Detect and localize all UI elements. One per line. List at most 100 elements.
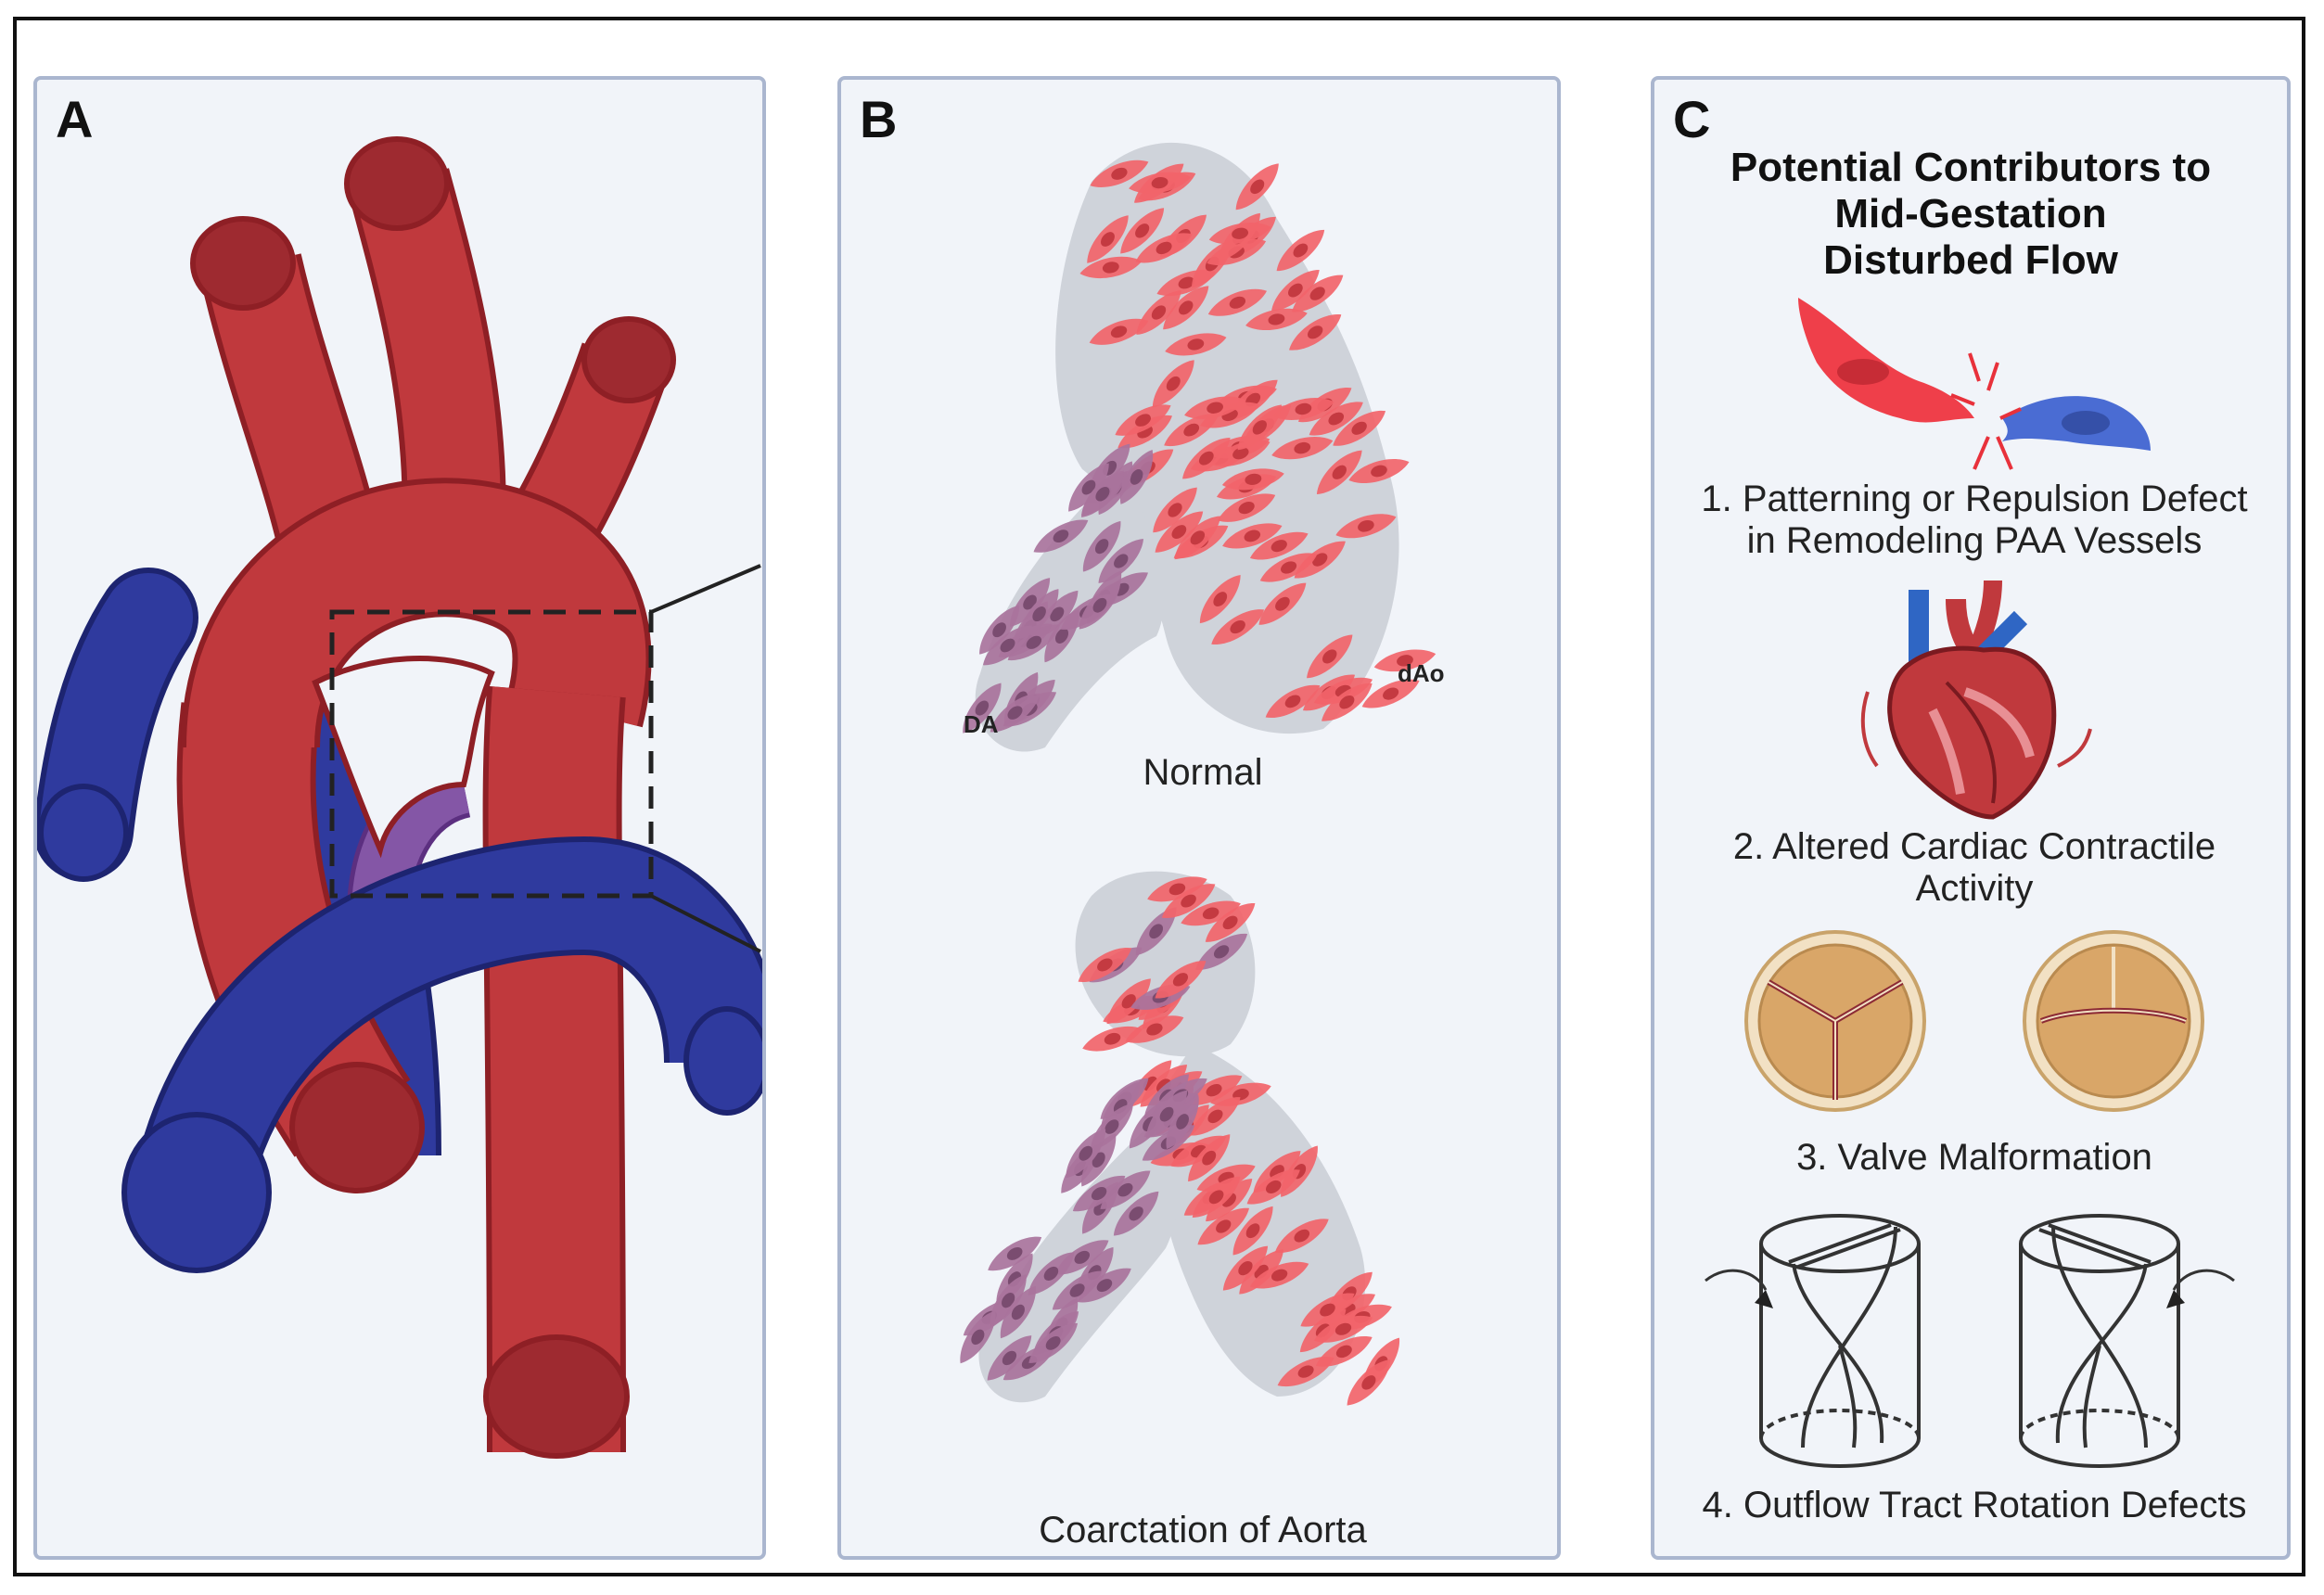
aortic-cell xyxy=(1125,1015,1184,1043)
aortic-cell xyxy=(1300,1293,1355,1327)
aortic-cell xyxy=(1289,314,1342,351)
aortic-cell xyxy=(1078,948,1132,982)
aortic-cell xyxy=(1249,1261,1309,1289)
aortic-cell xyxy=(1348,459,1410,483)
aortic-cell xyxy=(1161,884,1216,918)
item1-line2: in Remodeling PAA Vessels xyxy=(1746,520,2203,561)
cell-illustration xyxy=(960,142,1437,1406)
aortic-cell xyxy=(1237,404,1283,451)
aortic-cell xyxy=(1135,233,1193,263)
aortic-cell xyxy=(1246,1169,1300,1205)
label-da: DA xyxy=(964,710,999,738)
aortic-cell xyxy=(1315,1336,1373,1367)
aortic-cell xyxy=(1258,582,1307,625)
figure-frame: A xyxy=(13,17,2305,1576)
aortic-cell xyxy=(1316,450,1362,494)
aortic-cell xyxy=(1185,1075,1243,1106)
aortic-cell xyxy=(1322,683,1373,721)
aortic-cell xyxy=(1120,208,1165,254)
aortic-cell xyxy=(1265,684,1321,719)
ductal-cell xyxy=(983,625,1033,666)
aortic-cell xyxy=(1181,900,1241,926)
aortic-cell xyxy=(1335,514,1397,539)
panel-a: A xyxy=(33,76,766,1560)
panel-c: C Potential Contributors to Mid-Gestatio… xyxy=(1651,76,2291,1560)
aortic-cell xyxy=(1082,1026,1143,1052)
aortic-cell xyxy=(1333,410,1386,446)
aortic-cell xyxy=(1259,553,1318,582)
caption-normal: Normal xyxy=(1143,752,1263,793)
aortic-cell xyxy=(1222,1245,1269,1291)
ductal-cell xyxy=(1000,1285,1036,1339)
aortic-cell xyxy=(1106,978,1151,1025)
aortic-cell xyxy=(1165,333,1227,356)
aortic-cell xyxy=(1153,487,1197,533)
outflow-tract-right-icon xyxy=(2019,1214,2235,1468)
ductal-cell xyxy=(1019,589,1059,639)
aortic-cell xyxy=(1147,876,1207,902)
panel-a-letter: A xyxy=(56,90,94,148)
aortic-cell xyxy=(1197,1207,1250,1245)
ductal-cell xyxy=(1098,539,1144,583)
heart-icon xyxy=(1860,580,2092,820)
item2-line1: 2. Altered Cardiac Contractile xyxy=(1732,826,2216,867)
ductal-cell xyxy=(1100,1170,1151,1209)
aortic-cell xyxy=(1208,223,1271,245)
aortic-cell xyxy=(1271,437,1334,460)
ductal-cell xyxy=(1079,581,1121,630)
item2-line2: Activity xyxy=(1915,868,2034,909)
aortic-arch-illustration xyxy=(37,136,762,1459)
ductal-cell xyxy=(1146,1090,1188,1139)
aortic-cell xyxy=(1276,229,1325,272)
ductal-cell xyxy=(1068,463,1109,512)
ductal-cell xyxy=(1113,1191,1159,1236)
aortic-cell xyxy=(1188,1134,1231,1182)
aortic-cell xyxy=(1235,163,1279,211)
ductal-cell xyxy=(1135,907,1177,956)
panel-b-letter: B xyxy=(860,90,898,148)
aortic-cell xyxy=(1221,468,1284,491)
aortic-cell xyxy=(1192,1176,1241,1218)
panel-c-title-line1: Potential Contributors to xyxy=(1730,145,2212,190)
aortic-cell xyxy=(1271,269,1320,312)
panel-c-title-line3: Disturbed Flow xyxy=(1823,237,2118,283)
aortic-cell xyxy=(1155,511,1204,553)
aortic-cell xyxy=(1089,318,1149,345)
aortic-cell xyxy=(1361,679,1420,708)
aortic-cell xyxy=(1164,414,1219,447)
ductal-cell xyxy=(1072,1176,1126,1212)
aortic-cell xyxy=(1249,531,1309,560)
aortic-cell xyxy=(1155,961,1207,999)
ductal-cell xyxy=(1007,624,1061,660)
aortic-cell xyxy=(1090,160,1149,187)
item3-label: 3. Valve Malformation xyxy=(1796,1137,2152,1178)
item4-label: 4. Outflow Tract Rotation Defects xyxy=(1702,1485,2247,1525)
aortic-cell xyxy=(1313,1315,1373,1343)
aortic-cell xyxy=(1174,516,1221,560)
ductal-cell xyxy=(1078,1268,1131,1303)
ductal-cell xyxy=(1195,934,1248,970)
caption-coarctation: Coarctation of Aorta xyxy=(1039,1510,1367,1550)
ductal-cell xyxy=(1028,1322,1078,1363)
ductal-cell xyxy=(1028,1252,1075,1295)
bicuspid-valve-icon xyxy=(2023,930,2204,1112)
aortic-cell xyxy=(1222,523,1283,549)
repelling-cells-icon xyxy=(1798,298,2151,470)
aortic-cell xyxy=(1079,256,1143,279)
ductal-cell xyxy=(1166,1094,1199,1149)
aortic-cell xyxy=(1136,290,1181,335)
ductal-cell xyxy=(1052,1270,1103,1310)
panel-c-title-line2: Mid-Gestation xyxy=(1834,191,2107,236)
ductal-cell xyxy=(963,683,1002,734)
panel-b: B DA dAo Normal Coarctation of Aorta xyxy=(837,76,1561,1560)
aortic-cell xyxy=(1190,1097,1241,1136)
tricuspid-valve-icon xyxy=(1744,930,1926,1112)
ductal-cell xyxy=(1081,470,1124,517)
aortic-cell xyxy=(1152,360,1194,408)
aortic-cell xyxy=(1245,308,1308,331)
panel-c-letter: C xyxy=(1673,90,1711,148)
ductal-cell xyxy=(990,693,1041,733)
ductal-cell xyxy=(1082,520,1121,572)
aortic-cell xyxy=(1205,902,1256,942)
ductal-cell xyxy=(960,1310,996,1364)
